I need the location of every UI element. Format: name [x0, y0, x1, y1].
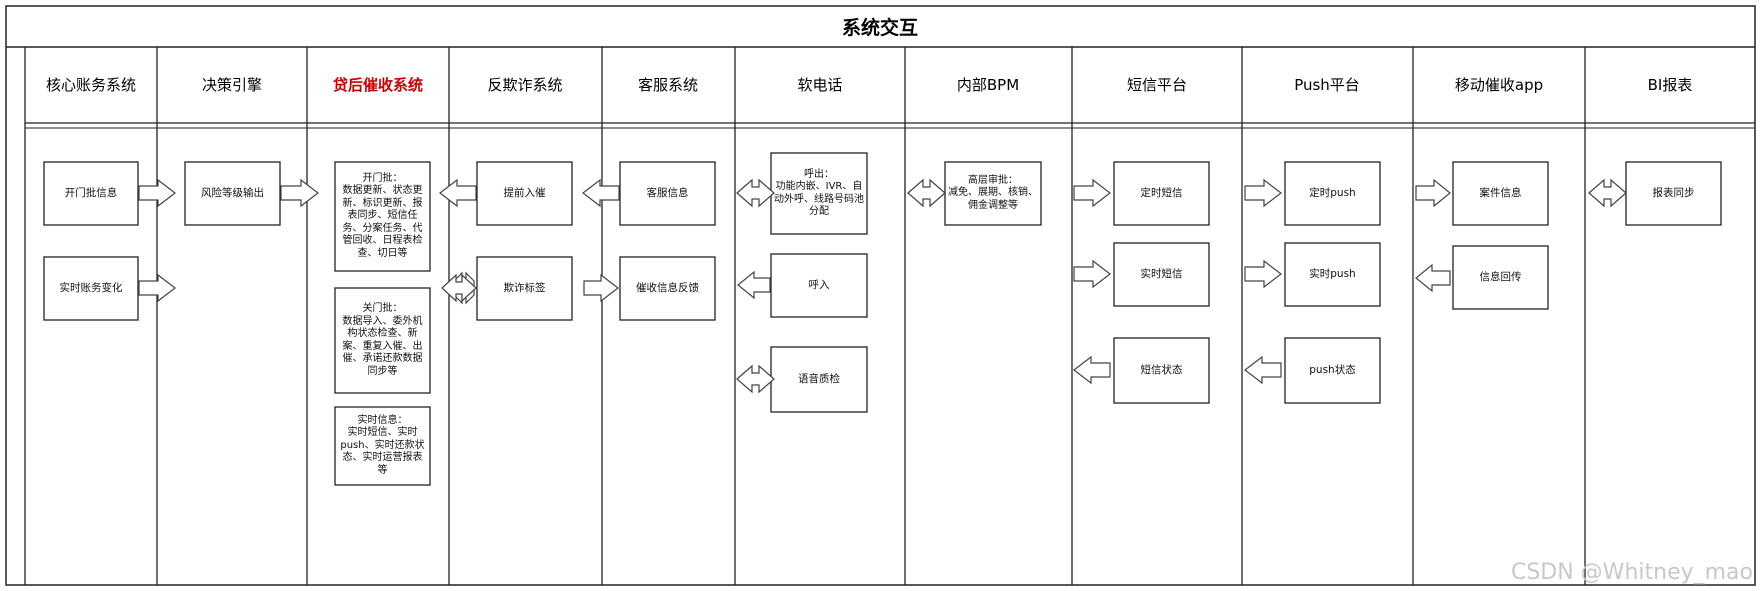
box-core-realtime-change [43, 256, 139, 321]
arrow-right-icon [1073, 178, 1111, 208]
box-risk-output [184, 161, 281, 226]
label-risk-output: 风险等级输出 [201, 187, 264, 199]
label-fraud-tag: 欺诈标签 [503, 282, 546, 294]
box-phone-inbound [770, 253, 868, 318]
arrow-double-icon [1588, 178, 1627, 208]
label-phone-qc: 语音质检 [798, 373, 840, 385]
label-sms-status: 短信状态 [1140, 364, 1183, 376]
arrow-left-icon [1244, 355, 1282, 385]
arrow-left-icon [1073, 355, 1111, 385]
label-collect-close-batch: 关门批： 数据导入、委外机构状态检查、新案、重复入催、出催、承诺还款数据同步等 [342, 303, 423, 377]
box-app-case-info [1452, 161, 1549, 226]
label-bpm-approval: 高层审批： 减免、展期、核销、佣金调整等 [948, 174, 1038, 211]
box-core-open-info [43, 161, 139, 226]
arrow-right-icon [280, 178, 319, 208]
box-fraud-pre-entry [476, 161, 573, 226]
label-cs-info: 客服信息 [646, 187, 689, 199]
label-push-status: push状态 [1309, 364, 1356, 376]
box-sms-scheduled [1113, 161, 1210, 226]
box-collect-open-batch [334, 161, 431, 272]
lane-title-push-platform: Push平台 [1294, 76, 1360, 94]
watermark: CSDN @Whitney_mao [1510, 560, 1753, 585]
arrow-left-icon [439, 178, 477, 208]
arrow-right-icon [138, 178, 176, 208]
box-push-realtime [1284, 242, 1381, 307]
lane-title-sms-platform: 短信平台 [1127, 76, 1187, 94]
label-collect-realtime-info: 实时信息： 实时短信、实时push、实时还款状态、实时运营报表等 [340, 414, 425, 476]
box-sms-realtime [1113, 242, 1210, 307]
label-bi-report-sync: 报表同步 [1652, 187, 1695, 199]
diagram-title: 系统交互 [842, 16, 918, 39]
arrow-double-icon [907, 178, 946, 208]
label-collect-open-batch: 开门批： 数据更新、状态更新、标识更新、报表同步、短信任务、分案任务、代管回收、… [342, 172, 423, 259]
box-cs-info [619, 161, 716, 226]
label-core-realtime-change: 实时账务变化 [59, 282, 123, 294]
box-collect-close-batch [334, 287, 431, 394]
lane-title-customer-service: 客服系统 [638, 76, 698, 94]
lane-title-bi-report: BI报表 [1648, 76, 1693, 94]
box-sms-status [1113, 337, 1210, 404]
label-sms-scheduled: 定时短信 [1140, 187, 1183, 199]
arrow-left-icon [737, 270, 771, 300]
box-app-info-return [1452, 245, 1549, 310]
box-cs-feedback [619, 256, 716, 321]
arrow-double-icon [736, 364, 775, 394]
lane-title-core-accounting: 核心账务系统 [46, 76, 136, 94]
box-fraud-tag [476, 256, 573, 321]
label-fraud-pre-entry: 提前入催 [503, 187, 546, 199]
label-app-case-info: 案件信息 [1479, 187, 1522, 199]
arrow-right-icon [1073, 259, 1111, 289]
lane-title-decision-engine: 决策引擎 [202, 76, 262, 94]
label-core-open-info: 开门批信息 [64, 187, 118, 199]
label-push-scheduled: 定时push [1309, 187, 1356, 199]
arrow-right-icon [1244, 178, 1282, 208]
arrow-right-icon [583, 273, 619, 303]
box-push-scheduled [1284, 161, 1381, 226]
label-phone-inbound: 呼入 [808, 279, 830, 291]
lane-title-post-loan-collection: 贷后催收系统 [333, 76, 423, 94]
label-sms-realtime: 实时短信 [1140, 268, 1183, 280]
label-cs-feedback: 催收信息反馈 [636, 282, 699, 294]
box-phone-qc [770, 346, 868, 413]
box-push-status [1284, 337, 1381, 404]
lane-title-internal-bpm: 内部BPM [957, 76, 1019, 94]
lane-title-mobile-collection-app: 移动催收app [1455, 76, 1543, 94]
arrow-double-icon [736, 178, 775, 208]
box-phone-outbound [770, 152, 868, 235]
label-app-info-return: 信息回传 [1479, 271, 1522, 283]
arrow-right-icon [1415, 178, 1451, 208]
arrow-double-icon [441, 273, 477, 303]
box-collect-realtime-info [334, 406, 431, 486]
diagram-frame [5, 5, 1756, 586]
arrow-left-icon [1415, 263, 1451, 293]
label-push-realtime: 实时push [1309, 268, 1356, 280]
lane-title-softphone: 软电话 [797, 76, 842, 94]
arrow-right-icon [1244, 259, 1282, 289]
arrow-right-icon [138, 273, 176, 303]
label-phone-outbound: 呼出： 功能内嵌、IVR、自动外呼、线路号码池分配 [774, 168, 864, 218]
lane-title-anti-fraud: 反欺诈系统 [487, 76, 562, 94]
arrow-left-icon [582, 178, 620, 208]
